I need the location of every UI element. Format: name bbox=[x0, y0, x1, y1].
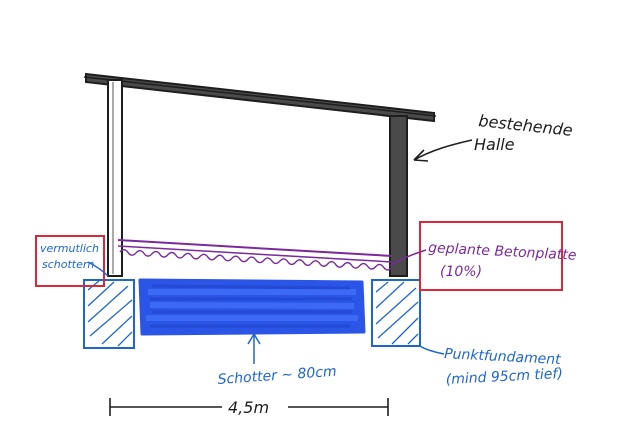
point-foundation-label-line2: (mind 95cm tief) bbox=[445, 366, 563, 388]
hall-roof bbox=[83, 72, 437, 123]
planned-concrete-slab bbox=[117, 239, 393, 271]
planned-slab-label-line2: (10%) bbox=[440, 264, 482, 280]
annotation-point-foundation: Punktfundament (mind 95cm tief) bbox=[419, 345, 563, 388]
left-point-foundation bbox=[83, 279, 135, 349]
gravel-note-arrow bbox=[87, 261, 109, 277]
planned-slab-label: geplante Betonplatte bbox=[428, 240, 577, 264]
planned-slab-arrow bbox=[389, 249, 427, 267]
existing-hall-label-line2: Halle bbox=[474, 135, 515, 154]
gravel-note-label-line2: schottern bbox=[42, 258, 94, 271]
gravel-note-label: vermutlich bbox=[40, 242, 99, 255]
point-foundation-label: Punktfundament bbox=[444, 346, 562, 368]
gravel-depth-label: Schotter ~ 80cm bbox=[217, 364, 337, 388]
width-dimension: 4,5m bbox=[109, 398, 389, 417]
gravel-fill bbox=[138, 278, 366, 336]
annotation-gravel-note: vermutlich schottern bbox=[35, 235, 109, 287]
width-dimension-label: 4,5m bbox=[228, 398, 269, 417]
existing-hall-arrow bbox=[413, 139, 473, 161]
right-column bbox=[389, 115, 408, 277]
right-point-foundation bbox=[371, 279, 421, 347]
left-column bbox=[107, 79, 123, 277]
point-foundation-arrow bbox=[419, 345, 445, 355]
annotation-existing-hall: bestehende Halle bbox=[413, 111, 574, 162]
annotation-gravel-depth: Schotter ~ 80cm bbox=[217, 333, 337, 388]
annotation-planned-slab: geplante Betonplatte (10%) bbox=[389, 221, 577, 291]
